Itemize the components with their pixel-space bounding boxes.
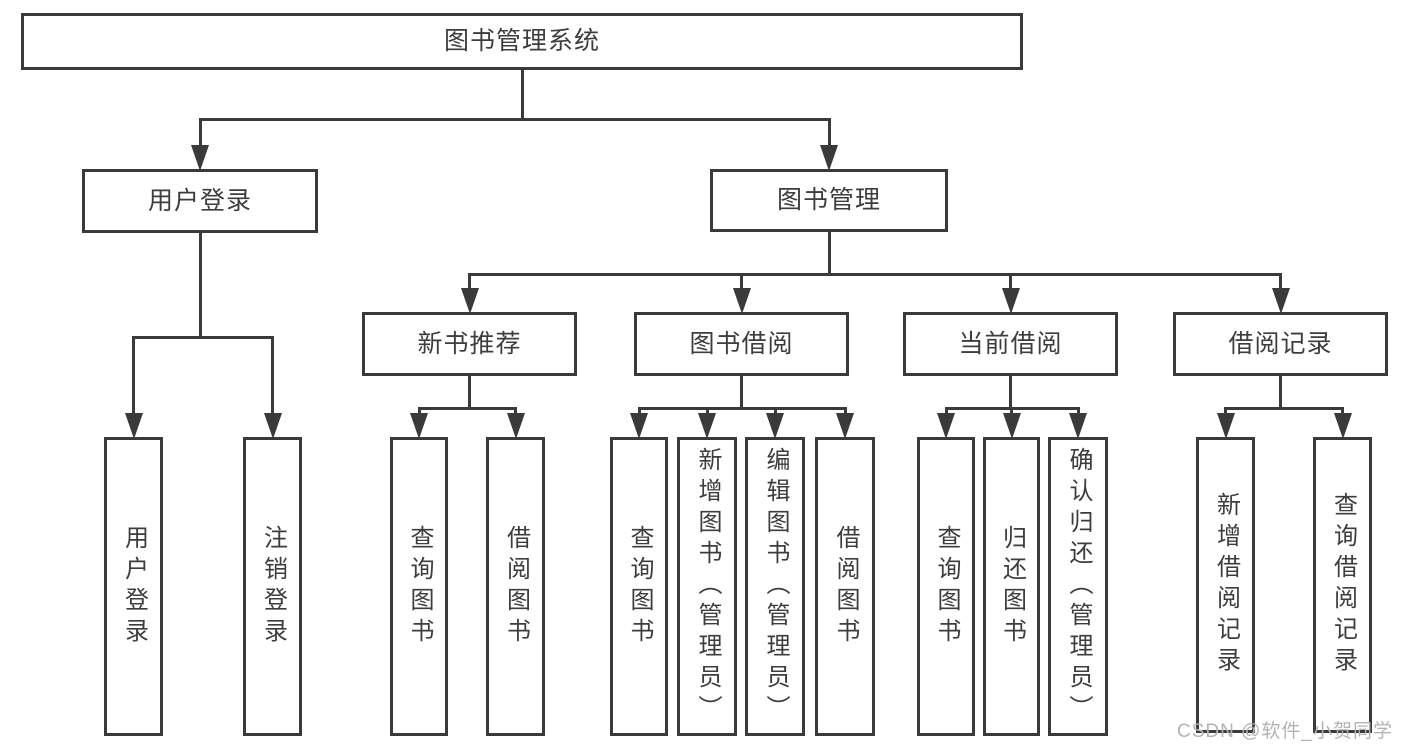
arrowhead-down-leaf-add-book <box>698 413 716 439</box>
connector-drop-leaf-query-record <box>1341 407 1344 413</box>
node-leaf-add-record: 新增借阅记录 <box>1196 437 1255 733</box>
connector-drop-leaf-query-book-3 <box>944 407 948 413</box>
node-label-root: 图书管理系统 <box>443 27 600 55</box>
node-label-book-borrow: 图书借阅 <box>689 329 794 358</box>
node-label-leaf-logout: 注销登录 <box>259 524 287 649</box>
node-borrow-record: 借阅记录 <box>1173 312 1388 376</box>
node-user-login: 用户登录 <box>82 169 318 233</box>
arrowhead-down-leaf-add-record <box>1216 413 1235 439</box>
node-label-leaf-confirm-return: 确认归还（管理员） <box>1065 447 1092 726</box>
arrowhead-down-leaf-confirm-return <box>1069 413 1087 439</box>
watermark: CSDN @软件_小贺同学 <box>1177 721 1393 742</box>
node-label-leaf-query-record: 查询借阅记录 <box>1329 492 1357 678</box>
arrowhead-down-borrow-record <box>1271 288 1290 314</box>
connector-stem-user-login <box>198 233 202 339</box>
arrowhead-down-leaf-query-record <box>1333 413 1352 439</box>
connector-stem-current-borrow <box>1009 376 1012 410</box>
arrowhead-down-leaf-query-book-2 <box>630 413 648 439</box>
connector-drop-book-borrow <box>740 273 743 288</box>
connector-drop-leaf-user-login <box>132 336 135 413</box>
connector-bus-new-book-rec <box>417 407 517 410</box>
arrowhead-down-book-mgmt <box>820 145 838 171</box>
arrowhead-down-leaf-borrow-book-2 <box>836 413 854 439</box>
node-label-leaf-return-book: 归还图书 <box>998 524 1026 649</box>
node-leaf-borrow-book-2: 借阅图书 <box>815 437 875 736</box>
node-label-leaf-add-book: 新增图书（管理员） <box>694 447 721 726</box>
node-leaf-logout: 注销登录 <box>243 437 302 736</box>
connector-stem-root <box>520 70 524 121</box>
node-label-leaf-borrow-book-1: 借阅图书 <box>502 524 530 649</box>
node-book-mgmt: 图书管理 <box>710 169 948 232</box>
arrowhead-down-leaf-borrow-book-1 <box>506 413 525 439</box>
connector-drop-leaf-logout <box>271 336 274 413</box>
connector-drop-leaf-add-record <box>1224 407 1227 413</box>
arrowhead-down-book-borrow <box>732 288 751 314</box>
node-label-leaf-edit-book: 编辑图书（管理员） <box>762 447 789 726</box>
node-leaf-return-book: 归还图书 <box>983 437 1040 736</box>
node-root: 图书管理系统 <box>21 13 1023 70</box>
connector-drop-leaf-add-book <box>705 407 709 413</box>
arrowhead-down-leaf-logout <box>263 413 282 439</box>
arrowhead-down-user-login <box>191 145 209 171</box>
connector-drop-leaf-return-book <box>1010 407 1013 413</box>
connector-bus-borrow-record <box>1224 407 1344 410</box>
node-label-leaf-add-record: 新增借阅记录 <box>1212 492 1240 678</box>
connector-bus-user-login <box>132 336 274 339</box>
arrowhead-down-new-book-rec <box>460 288 479 314</box>
node-leaf-query-record: 查询借阅记录 <box>1313 437 1372 733</box>
connector-drop-leaf-edit-book <box>773 407 777 413</box>
node-leaf-edit-book: 编辑图书（管理员） <box>745 437 805 736</box>
node-label-leaf-query-book-1: 查询图书 <box>406 524 433 649</box>
arrowhead-down-leaf-edit-book <box>766 413 784 439</box>
connector-drop-new-book-rec <box>468 273 471 288</box>
connector-bus-root <box>198 118 831 121</box>
connector-drop-book-mgmt <box>827 118 831 145</box>
node-label-new-book-rec: 新书推荐 <box>417 329 522 358</box>
connector-drop-leaf-query-book-1 <box>417 407 421 413</box>
connector-drop-leaf-confirm-return <box>1076 407 1080 413</box>
node-label-current-borrow: 当前借阅 <box>958 329 1063 358</box>
node-book-borrow: 图书借阅 <box>634 312 849 376</box>
node-leaf-confirm-return: 确认归还（管理员） <box>1048 437 1108 736</box>
node-label-leaf-query-book-3: 查询图书 <box>933 524 960 649</box>
node-label-leaf-user-login: 用户登录 <box>120 524 148 649</box>
node-current-borrow: 当前借阅 <box>903 312 1118 376</box>
node-leaf-query-book-3: 查询图书 <box>917 437 975 736</box>
connector-stem-book-borrow <box>740 376 743 410</box>
arrowhead-down-current-borrow <box>1001 288 1020 314</box>
arrowhead-down-leaf-query-book-1 <box>410 413 428 439</box>
node-label-book-mgmt: 图书管理 <box>776 186 881 214</box>
connector-drop-leaf-borrow-book-1 <box>514 407 517 413</box>
connector-drop-leaf-query-book-2 <box>637 407 641 413</box>
connector-drop-leaf-borrow-book-2 <box>843 407 847 413</box>
arrowhead-down-leaf-query-book-3 <box>937 413 955 439</box>
connector-drop-current-borrow <box>1009 273 1012 288</box>
connector-bus-book-mgmt <box>468 273 1282 276</box>
node-label-leaf-query-book-2: 查询图书 <box>626 524 653 649</box>
node-leaf-add-book: 新增图书（管理员） <box>677 437 737 736</box>
arrowhead-down-leaf-user-login <box>124 413 143 439</box>
node-new-book-rec: 新书推荐 <box>362 312 577 376</box>
connector-stem-new-book-rec <box>468 376 471 410</box>
node-label-leaf-borrow-book-2: 借阅图书 <box>832 524 859 649</box>
node-label-user-login: 用户登录 <box>147 186 252 215</box>
connector-drop-borrow-record <box>1279 273 1282 288</box>
connector-stem-book-mgmt <box>827 232 831 276</box>
node-leaf-query-book-1: 查询图书 <box>390 437 448 736</box>
node-leaf-borrow-book-1: 借阅图书 <box>486 437 545 736</box>
node-leaf-user-login: 用户登录 <box>104 437 163 736</box>
node-label-borrow-record: 借阅记录 <box>1228 329 1333 358</box>
node-leaf-query-book-2: 查询图书 <box>610 437 668 736</box>
connector-stem-borrow-record <box>1279 376 1282 410</box>
connector-drop-user-login <box>198 118 202 145</box>
arrowhead-down-leaf-return-book <box>1002 413 1021 439</box>
connector-bus-book-borrow <box>637 407 847 410</box>
